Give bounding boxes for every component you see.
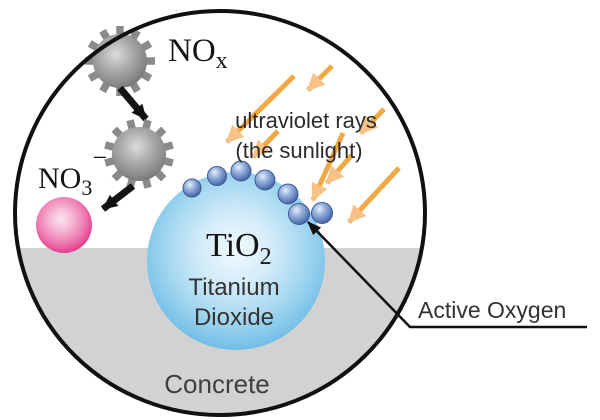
active-oxygen-leader-line — [307, 221, 587, 329]
active-oxygen-sphere — [230, 160, 252, 182]
transform-arrow-nox — [117, 85, 149, 122]
active-oxygen-sphere — [254, 169, 276, 191]
active-oxygen-label: Active Oxygen — [418, 297, 566, 323]
tio2-sphere — [147, 172, 325, 350]
active-oxygen-sphere — [288, 203, 310, 225]
nox-molecule-1 — [85, 26, 155, 96]
uv-label-line1: ultraviolet rays — [235, 108, 377, 133]
uv-ray-arrow — [306, 64, 334, 92]
no3-label: NO3− — [38, 143, 107, 200]
uv-ray-arrow — [225, 74, 296, 144]
tio2-name-line1: Titanium — [188, 274, 279, 301]
uv-ray-arrow — [359, 107, 386, 135]
active-oxygen-sphere — [311, 202, 333, 224]
transform-arrow-no3 — [100, 183, 136, 212]
active-oxygen-spheres — [182, 160, 333, 225]
active-oxygen-sphere — [207, 166, 227, 186]
tio2-label: TiO2 — [206, 227, 272, 270]
active-oxygen-sphere — [182, 178, 202, 198]
uv-ray-arrow — [251, 129, 280, 159]
tio2-name-line2: Dioxide — [194, 304, 274, 331]
nox-molecule-2 — [96, 111, 182, 197]
no3-sphere — [36, 197, 92, 253]
uv-rays — [225, 64, 401, 224]
uv-ray-arrow — [325, 153, 354, 185]
uv-ray-arrow — [347, 166, 401, 224]
uv-label-line2: (the sunlight) — [235, 138, 362, 163]
active-oxygen-sphere — [277, 183, 299, 205]
concrete-label: Concrete — [164, 369, 270, 399]
magnifier-circle-outline — [13, 9, 427, 417]
nox-label: NOx — [168, 33, 228, 74]
